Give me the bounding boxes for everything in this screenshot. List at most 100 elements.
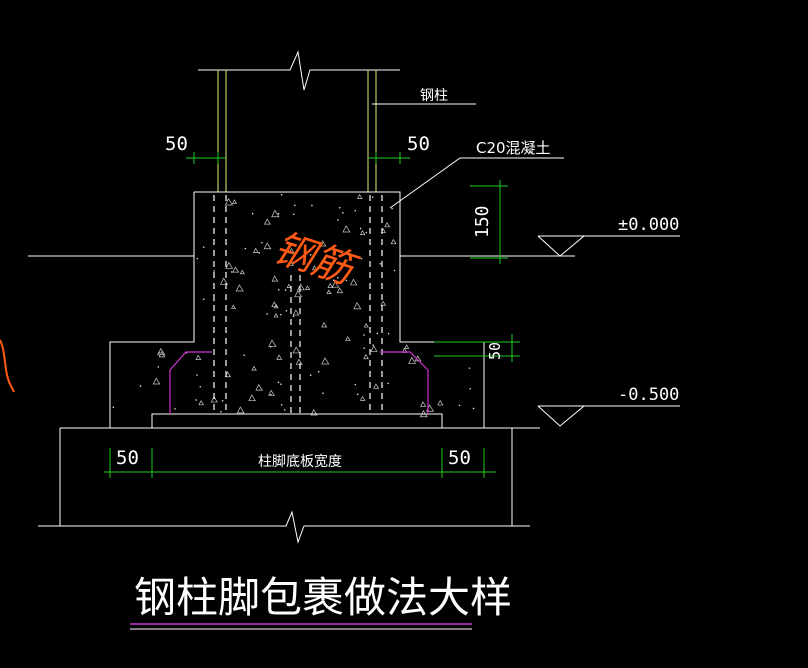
concrete-speckle <box>311 204 313 207</box>
concrete-speckle <box>331 280 340 288</box>
concrete-speckle <box>293 204 296 207</box>
concrete-speckle <box>236 406 245 414</box>
concrete-speckle <box>210 396 218 403</box>
concrete-speckle <box>310 409 318 416</box>
concrete-speckle <box>280 313 282 316</box>
concrete-speckle <box>319 240 327 247</box>
concrete-speckle <box>391 207 393 210</box>
concrete-speckle <box>305 285 311 290</box>
concrete-speckle <box>266 313 268 315</box>
concrete-speckle <box>271 209 280 218</box>
concrete-speckle <box>219 277 228 285</box>
dimension-bottom-right: 50 <box>448 447 471 469</box>
concrete-speckle <box>345 279 348 282</box>
concrete-speckle <box>202 246 205 248</box>
concrete-speckle <box>311 265 318 271</box>
concrete-speckle <box>353 302 362 310</box>
concrete-speckle <box>202 298 205 301</box>
concrete-speckle <box>354 383 357 386</box>
concrete-speckle <box>373 383 380 389</box>
concrete-speckle <box>292 213 295 216</box>
concrete-speckle <box>349 278 358 286</box>
concrete-speckle <box>276 354 283 360</box>
concrete-speckle <box>370 345 378 352</box>
concrete-speckle <box>230 271 233 273</box>
concrete-speckle <box>288 260 294 266</box>
concrete-speckle <box>309 374 312 376</box>
concrete-speckle <box>195 354 202 360</box>
concrete-speckle <box>294 290 303 298</box>
concrete-speckle <box>469 387 472 390</box>
concrete-speckle <box>322 392 324 394</box>
concrete-speckle <box>356 393 359 396</box>
concrete-speckle <box>277 381 280 384</box>
foundation <box>38 427 540 544</box>
concrete-speckle <box>285 309 288 312</box>
concrete-speckle <box>387 332 390 335</box>
dimension-top-left: 50 <box>165 133 188 155</box>
concrete-speckle <box>404 344 410 349</box>
concrete-speckle <box>336 287 344 294</box>
concrete-speckle <box>271 301 278 308</box>
concrete-speckle <box>174 408 176 410</box>
concrete-speckle <box>337 219 339 221</box>
concrete-speckle <box>258 252 261 254</box>
concrete-speckle <box>363 322 369 328</box>
concrete-speckle <box>280 383 282 385</box>
concrete-speckle <box>157 366 160 368</box>
concrete-speckle <box>338 206 341 209</box>
concrete-speckle <box>363 334 365 336</box>
concrete-speckle <box>380 300 387 306</box>
concrete-speckle <box>309 254 312 256</box>
concrete-speckle <box>292 346 301 354</box>
top-break-line <box>198 50 400 91</box>
concrete-speckle <box>317 370 320 373</box>
concrete-speckle <box>292 309 300 316</box>
elevation-label-top: ±0.000 <box>618 215 679 235</box>
concrete-speckle <box>342 212 344 214</box>
concrete-speckle <box>297 283 305 291</box>
concrete-speckle <box>213 299 215 302</box>
concrete-speckle <box>255 383 263 391</box>
concrete-speckle <box>292 315 295 318</box>
concrete-speckle <box>252 247 259 253</box>
concrete-speckle <box>387 382 389 385</box>
concrete-speckle <box>251 212 254 215</box>
concrete-speckle <box>390 238 397 245</box>
concrete-speckle <box>243 354 246 357</box>
concrete-speckle <box>472 407 475 410</box>
concrete-speckle <box>221 400 224 402</box>
dimension-lines <box>104 152 520 478</box>
elevation-label-bottom: -0.500 <box>618 385 679 405</box>
elevation-marker-top <box>537 235 680 257</box>
concrete-speckle <box>199 385 202 388</box>
concrete-speckle <box>244 247 247 250</box>
title-underline <box>130 623 472 630</box>
concrete-speckle <box>342 225 351 233</box>
concrete-speckle <box>239 269 245 275</box>
concrete-speckle <box>277 288 280 291</box>
concrete-speckle <box>157 347 166 356</box>
concrete-speckle <box>232 266 240 273</box>
concrete-speckle <box>359 395 366 401</box>
concrete-speckle <box>363 347 365 349</box>
concrete-speckle <box>280 194 283 196</box>
rebar-hooks <box>169 351 429 414</box>
steel-column <box>217 70 377 192</box>
concrete-speckle <box>332 279 335 281</box>
concrete-speckle <box>231 304 237 310</box>
concrete-speckle <box>321 321 328 328</box>
concrete-speckle <box>384 222 391 228</box>
concrete-speckle <box>295 358 303 365</box>
concrete-speckle <box>327 282 334 289</box>
concrete-speckle <box>263 242 272 250</box>
concrete-speckle <box>468 367 471 369</box>
concrete-speckle <box>437 399 444 406</box>
concrete-speckle <box>112 406 115 409</box>
concrete-label: C20混凝土 <box>476 139 551 157</box>
concrete-speckle <box>359 230 366 235</box>
concrete-speckle <box>263 218 271 225</box>
concrete-speckle <box>359 227 362 230</box>
concrete-speckle <box>261 241 263 244</box>
